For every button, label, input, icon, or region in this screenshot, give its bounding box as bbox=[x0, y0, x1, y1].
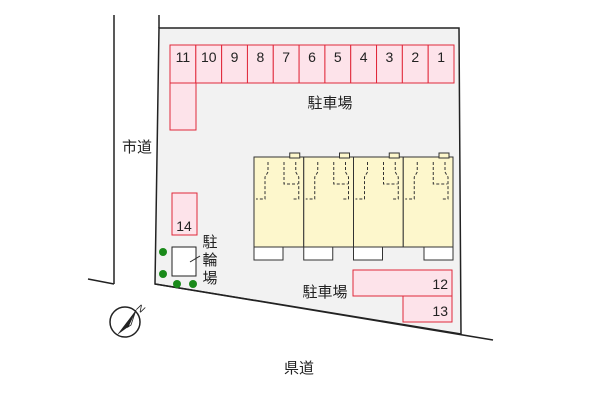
compass-icon: N bbox=[109, 303, 147, 338]
parking-space-number: 6 bbox=[308, 49, 316, 65]
city-road-label: 市道 bbox=[122, 138, 152, 156]
parking-space-3 bbox=[376, 44, 403, 84]
parking-space-14 bbox=[171, 192, 198, 236]
balcony bbox=[253, 246, 284, 261]
interior-dashed-line bbox=[405, 162, 449, 200]
bicycle-parking bbox=[171, 246, 197, 277]
parking-space-9 bbox=[221, 44, 248, 84]
parking-space-number: 7 bbox=[282, 49, 290, 65]
parking-space-8 bbox=[246, 44, 274, 84]
parking-space-number: 2 bbox=[411, 49, 419, 65]
prefectural-road-label: 県道 bbox=[284, 359, 314, 377]
building-unit bbox=[353, 156, 404, 248]
tree-icon bbox=[173, 280, 181, 288]
building-unit bbox=[303, 156, 354, 248]
tree-icon bbox=[159, 248, 167, 256]
balcony bbox=[353, 246, 383, 261]
tree-icon bbox=[189, 280, 197, 288]
building-unit bbox=[253, 156, 305, 248]
parking-space-number: 12 bbox=[432, 276, 448, 292]
entrance-notch bbox=[339, 152, 350, 159]
building bbox=[253, 152, 454, 261]
parking-space-10 bbox=[195, 44, 223, 84]
prefectural-road-edge bbox=[154, 283, 494, 341]
parking-space-number: 10 bbox=[201, 49, 217, 65]
parking-space-7 bbox=[272, 44, 300, 84]
parking-space-5 bbox=[324, 44, 352, 84]
parking-space-13 bbox=[402, 295, 453, 323]
bicycle-label-1: 駐 bbox=[202, 233, 217, 251]
parking-space-6 bbox=[298, 44, 326, 84]
building-unit bbox=[402, 156, 454, 248]
parking-space-number: 14 bbox=[176, 218, 192, 234]
parking-space-number: 9 bbox=[231, 49, 239, 65]
parking-space-number: 1 bbox=[437, 49, 445, 65]
entrance-notch bbox=[438, 152, 450, 159]
bicycle-label-3: 場 bbox=[202, 269, 217, 287]
city-road-corner bbox=[87, 278, 115, 285]
parking-space-12 bbox=[352, 269, 453, 297]
parking-space-number: 8 bbox=[256, 49, 264, 65]
tree-icon bbox=[159, 270, 167, 278]
balcony bbox=[303, 246, 334, 261]
parking-space-number: 13 bbox=[432, 303, 448, 319]
balcony bbox=[423, 246, 454, 261]
interior-dashed-line bbox=[305, 162, 349, 200]
parking-row-top: 11 10 9 8 7 6 5 4 3 2 1 bbox=[169, 44, 455, 84]
parking-space-2 bbox=[401, 44, 429, 84]
parking-space-number: 3 bbox=[386, 49, 394, 65]
parking-space-number: 5 bbox=[334, 49, 342, 65]
interior-dashed-line bbox=[355, 162, 399, 200]
entrance-notch bbox=[388, 152, 400, 159]
parking-space-1 bbox=[427, 44, 455, 84]
parking-space-number: 11 bbox=[176, 49, 191, 65]
parking-space-4 bbox=[350, 44, 378, 84]
entrance-notch bbox=[289, 152, 301, 159]
parking-space-number: 4 bbox=[360, 49, 368, 65]
parking-label-bottom: 駐車場 bbox=[302, 283, 347, 301]
bicycle-label-2: 輪 bbox=[202, 251, 217, 269]
leader-line bbox=[189, 255, 201, 263]
parking-label-top: 駐車場 bbox=[307, 94, 352, 112]
interior-dashed-line bbox=[256, 162, 300, 200]
